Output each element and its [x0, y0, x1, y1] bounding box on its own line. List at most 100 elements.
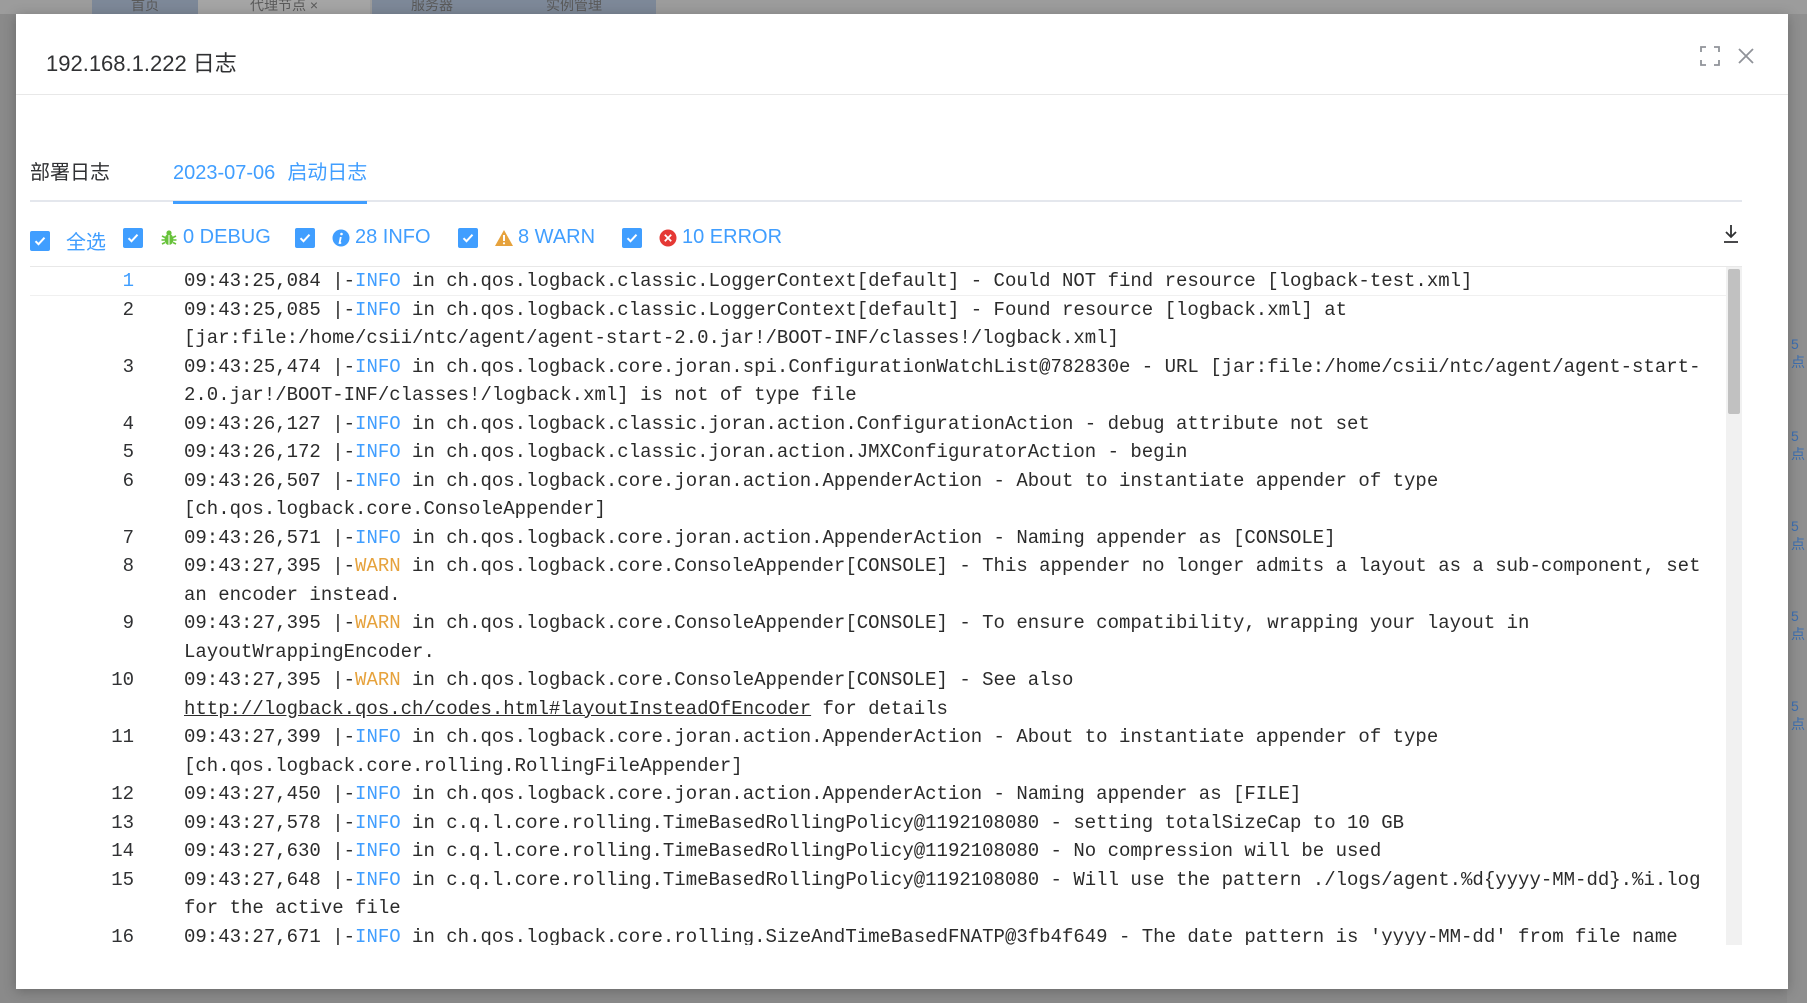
- log-level: INFO: [355, 298, 401, 321]
- log-link[interactable]: http://logback.qos.ch/codes.html#layoutI…: [184, 697, 812, 720]
- info-count-label: 28 INFO: [355, 226, 431, 248]
- log-timestamp: 09:43:27,630: [184, 840, 321, 862]
- log-timestamp: 09:43:26,507: [184, 469, 321, 492]
- log-message: in ch.qos.logback.classic.LoggerContext[…: [184, 298, 1359, 350]
- log-line-number: 6: [122, 469, 134, 492]
- log-line-text: 09:43:26,127 |-INFO in ch.qos.logback.cl…: [184, 410, 1710, 439]
- log-dialog: 192.168.1.222 日志: [16, 14, 1788, 989]
- background-tab-server: 服务器: [372, 0, 492, 14]
- log-separator: |-: [320, 612, 356, 634]
- log-level: INFO: [355, 868, 401, 891]
- log-separator: |-: [320, 526, 356, 549]
- log-timestamp: 09:43:27,395: [184, 612, 321, 634]
- log-level: WARN: [355, 555, 401, 577]
- log-message: in ch.qos.logback.classic.joran.action.J…: [400, 441, 1188, 463]
- log-line-number: 12: [111, 783, 134, 805]
- tab-deploy-log[interactable]: 部署日志: [30, 162, 110, 184]
- log-line-number: 5: [122, 441, 134, 463]
- log-level: INFO: [355, 925, 401, 946]
- log-level: INFO: [355, 441, 401, 463]
- log-message-tail: for details: [811, 697, 948, 720]
- download-icon[interactable]: [1720, 222, 1742, 246]
- background-tab-agent-node: 代理节点 ×: [198, 0, 370, 14]
- log-line-text: 09:43:27,648 |-INFO in c.q.l.core.rollin…: [184, 866, 1710, 923]
- log-line-text: 09:43:27,630 |-INFO in c.q.l.core.rollin…: [184, 837, 1710, 866]
- log-level: INFO: [355, 355, 401, 378]
- log-timestamp: 09:43:27,648: [184, 868, 321, 891]
- log-message: in ch.qos.logback.core.ConsoleAppender[C…: [184, 555, 1712, 606]
- error-icon: [658, 228, 678, 248]
- log-line-number: 15: [111, 868, 134, 891]
- close-icon[interactable]: [1734, 44, 1758, 68]
- log-message: in ch.qos.logback.classic.LoggerContext[…: [400, 270, 1473, 292]
- log-timestamp: 09:43:25,474: [184, 355, 321, 378]
- log-message: in ch.qos.logback.classic.joran.action.C…: [400, 412, 1370, 435]
- log-level: INFO: [355, 783, 401, 805]
- log-separator: |-: [320, 298, 356, 321]
- background-right-mark: 5点: [1791, 608, 1805, 642]
- log-line-text: 09:43:27,578 |-INFO in c.q.l.core.rollin…: [184, 809, 1710, 838]
- info-checkbox[interactable]: [295, 227, 315, 248]
- log-line-number: 16: [111, 925, 134, 946]
- log-timestamp: 09:43:27,578: [184, 811, 321, 834]
- filter-info[interactable]: 28 INFO: [295, 226, 431, 249]
- background-tab-instance: 实例管理: [492, 0, 656, 14]
- background-right-strip: [1787, 14, 1807, 1003]
- select-all-checkbox[interactable]: [30, 230, 50, 251]
- bug-icon: [159, 228, 179, 248]
- log-timestamp: 09:43:26,571: [184, 526, 321, 549]
- log-line-number: 9: [122, 612, 134, 634]
- fullscreen-icon[interactable]: [1698, 44, 1722, 68]
- log-message: in ch.qos.logback.core.joran.action.Appe…: [400, 783, 1302, 805]
- log-scrollbar[interactable]: [1726, 267, 1742, 945]
- log-scrollbar-thumb[interactable]: [1728, 269, 1740, 414]
- log-line-text: 09:43:27,395 |-WARN in ch.qos.logback.co…: [184, 552, 1710, 609]
- log-level: WARN: [355, 669, 401, 691]
- level-filter-bar: 全选 0 DEBUG 28 INFO: [30, 220, 1742, 256]
- log-message: in ch.qos.logback.core.joran.spi.Configu…: [184, 355, 1701, 407]
- log-message: in c.q.l.core.rolling.TimeBasedRollingPo…: [184, 868, 1712, 920]
- log-level: INFO: [355, 469, 401, 492]
- background-right-mark: 5点: [1791, 428, 1805, 462]
- log-line-text: 09:43:27,399 |-INFO in ch.qos.logback.co…: [184, 723, 1710, 780]
- log-separator: |-: [320, 441, 356, 463]
- log-separator: |-: [320, 925, 356, 946]
- log-level: INFO: [355, 840, 401, 862]
- select-all-label: 全选: [66, 232, 106, 254]
- filter-select-all[interactable]: 全选: [30, 226, 106, 255]
- warn-checkbox[interactable]: [458, 227, 478, 248]
- log-message: in ch.qos.logback.core.rolling.SizeAndTi…: [400, 925, 1678, 946]
- log-line: 8 09:43:27,395 |-WARN in ch.qos.logback.c…: [30, 552, 1710, 609]
- log-message: in c.q.l.core.rolling.TimeBasedRollingPo…: [400, 811, 1405, 834]
- background-tab-home: 首页: [92, 0, 198, 14]
- log-separator: |-: [320, 811, 356, 834]
- log-line-number: 11: [111, 726, 134, 748]
- log-separator: |-: [320, 412, 356, 435]
- background-right-mark: 5点: [1791, 698, 1805, 732]
- filter-error[interactable]: 10 ERROR: [622, 226, 782, 249]
- log-message: in ch.qos.logback.core.joran.action.Appe…: [400, 526, 1336, 549]
- log-message: in ch.qos.logback.core.joran.action.Appe…: [184, 469, 1450, 521]
- log-line-number: 8: [122, 555, 134, 577]
- log-level: INFO: [355, 726, 401, 748]
- log-separator: |-: [320, 726, 356, 748]
- log-line-text: 09:43:27,395 |-WARN in ch.qos.logback.co…: [184, 666, 1710, 723]
- filter-warn[interactable]: 8 WARN: [458, 226, 595, 249]
- info-icon: [331, 228, 351, 248]
- background-right-mark: 5点: [1791, 518, 1805, 552]
- log-separator: |-: [320, 868, 356, 891]
- error-checkbox[interactable]: [622, 227, 642, 248]
- log-line-number: 3: [122, 355, 134, 378]
- debug-checkbox[interactable]: [123, 227, 143, 248]
- log-separator: |-: [320, 840, 356, 862]
- filter-debug[interactable]: 0 DEBUG: [123, 226, 271, 249]
